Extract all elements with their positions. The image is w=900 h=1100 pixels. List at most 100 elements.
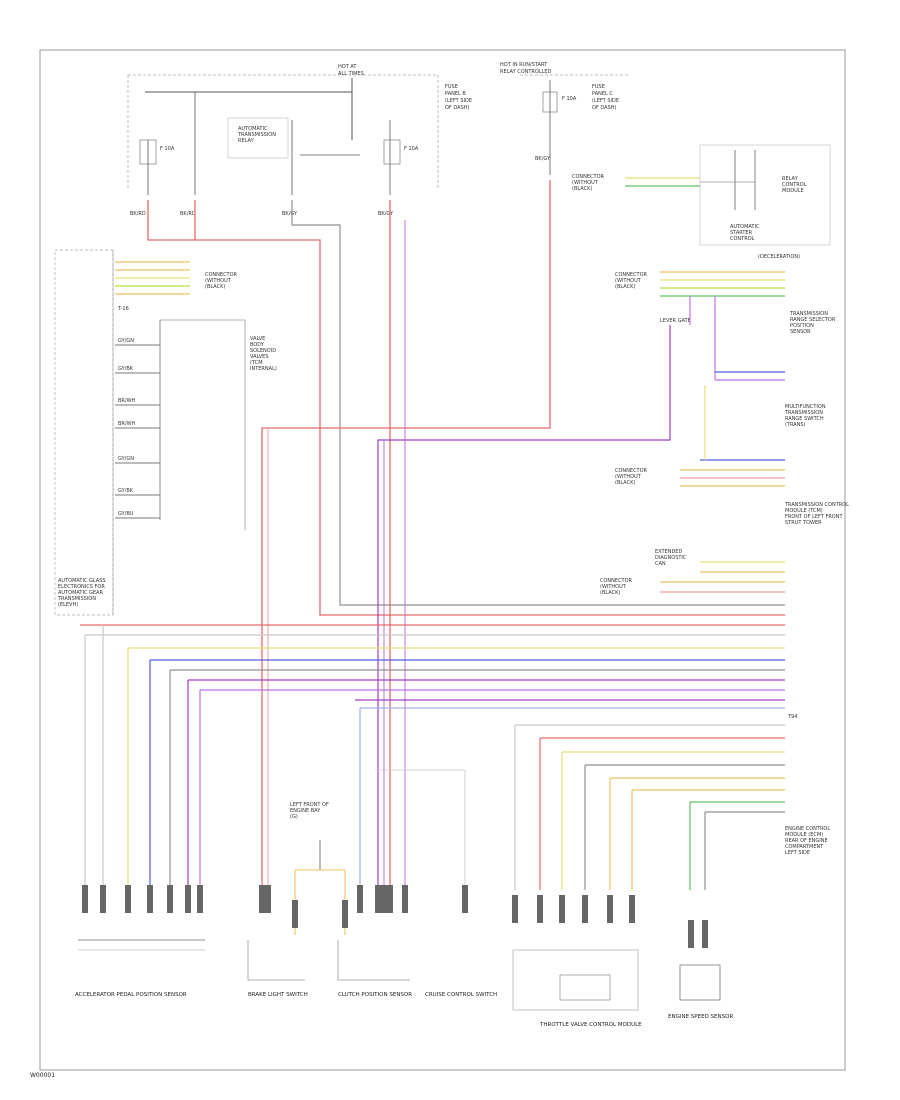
- svg-text:(WITHOUT: (WITHOUT: [615, 278, 642, 284]
- label-clutch-sensor: CLUTCH POSITION SENSOR: [338, 992, 412, 998]
- svg-text:HOT IN RUN/START: HOT IN RUN/START: [500, 62, 548, 68]
- svg-text:AUTOMATIC: AUTOMATIC: [238, 126, 268, 132]
- svg-text:(BLACK): (BLACK): [615, 284, 635, 290]
- diagram-frame: [39, 49, 846, 1071]
- svg-text:GY/GN: GY/GN: [118, 338, 134, 344]
- svg-text:(LEFT SIDE: (LEFT SIDE: [592, 98, 619, 104]
- component-engine-speed: ENGINE SPEED SENSOR: [668, 964, 733, 1020]
- svg-text:COMPARTMENT: COMPARTMENT: [785, 844, 824, 850]
- svg-text:TRANSMISSION: TRANSMISSION: [789, 311, 828, 317]
- svg-text:(WITHOUT: (WITHOUT: [615, 474, 642, 480]
- svg-text:MULTIFUNCTION: MULTIFUNCTION: [785, 404, 826, 410]
- svg-text:HOT AT: HOT AT: [338, 64, 357, 70]
- connector-right-upper: CONNECTOR (WITHOUT (BLACK) TRANSMISSION …: [615, 271, 849, 526]
- label-accel-pedal: ACCELERATOR PEDAL POSITION SENSOR: [75, 992, 187, 998]
- svg-text:MODULE (TCM): MODULE (TCM): [785, 508, 823, 514]
- svg-text:STRUT TOWER: STRUT TOWER: [785, 520, 822, 526]
- svg-text:AUTOMATIC GEAR: AUTOMATIC GEAR: [58, 590, 103, 596]
- svg-text:SOLENOID: SOLENOID: [250, 348, 276, 354]
- svg-text:RANGE SWITCH: RANGE SWITCH: [785, 416, 824, 422]
- svg-text:GY/BK: GY/BK: [118, 488, 134, 494]
- svg-text:BK/GY: BK/GY: [282, 211, 298, 217]
- svg-text:(BLACK): (BLACK): [572, 186, 592, 192]
- svg-text:CONTROL: CONTROL: [782, 182, 807, 188]
- component-clutch-sensor: CLUTCH POSITION SENSOR: [337, 940, 412, 998]
- svg-text:INTERNAL): INTERNAL): [250, 366, 277, 372]
- svg-text:CONNECTOR: CONNECTOR: [600, 578, 633, 584]
- svg-text:T-16: T-16: [117, 306, 129, 312]
- component-cruise-switch: CRUISE CONTROL SWITCH: [425, 992, 497, 998]
- svg-text:(WITHOUT: (WITHOUT: [572, 180, 599, 186]
- svg-text:OF DASH): OF DASH): [592, 105, 617, 111]
- svg-text:RELAY: RELAY: [238, 138, 255, 144]
- svg-text:PANEL C: PANEL C: [592, 91, 613, 97]
- svg-text:GY/BU: GY/BU: [118, 511, 134, 517]
- svg-text:(BLACK): (BLACK): [205, 284, 225, 290]
- component-brake-switch: BRAKE LIGHT SWITCH: [247, 940, 308, 998]
- power-wires: [147, 180, 785, 890]
- svg-text:(BLACK): (BLACK): [615, 480, 635, 486]
- svg-text:TRANSMISSION: TRANSMISSION: [237, 132, 276, 138]
- ecm-labels: EXTENDED DIAGNOSTIC CAN T94 ENGINE CONTR…: [600, 549, 830, 856]
- svg-text:PANEL B: PANEL B: [445, 91, 466, 97]
- svg-text:TRANSMISSION: TRANSMISSION: [784, 410, 823, 416]
- svg-text:RELAY: RELAY: [782, 176, 799, 182]
- svg-text:BK/RD: BK/RD: [130, 211, 146, 217]
- svg-text:(LEFT SIDE: (LEFT SIDE: [445, 98, 472, 104]
- svg-text:CONNECTOR: CONNECTOR: [615, 468, 648, 474]
- svg-text:CONNECTOR: CONNECTOR: [615, 272, 648, 278]
- svg-text:VALVE: VALVE: [250, 336, 265, 342]
- svg-text:BR/WH: BR/WH: [118, 421, 136, 427]
- svg-text:LEFT FRONT OF: LEFT FRONT OF: [290, 802, 329, 808]
- svg-text:CAN: CAN: [655, 561, 666, 567]
- svg-text:F 10A: F 10A: [404, 146, 419, 152]
- svg-text:FRONT OF LEFT FRONT: FRONT OF LEFT FRONT: [785, 514, 843, 520]
- relay-box: CONNECTOR (WITHOUT (BLACK) RELAY CONTROL…: [572, 144, 831, 260]
- label-brake-switch: BRAKE LIGHT SWITCH: [248, 992, 308, 998]
- svg-text:ENGINE BAY: ENGINE BAY: [290, 808, 321, 814]
- svg-text:(DECELERATION): (DECELERATION): [758, 254, 800, 260]
- svg-text:T94: T94: [787, 714, 797, 720]
- svg-text:MODULE (ECM): MODULE (ECM): [785, 832, 823, 838]
- svg-text:GY/GN: GY/GN: [118, 456, 134, 462]
- svg-text:BODY: BODY: [250, 342, 265, 348]
- svg-text:GY/BK: GY/BK: [118, 366, 134, 372]
- svg-text:(BLACK): (BLACK): [600, 590, 620, 596]
- svg-text:EXTENDED: EXTENDED: [655, 549, 682, 555]
- svg-text:(TCM: (TCM: [250, 360, 263, 366]
- svg-text:BK/RD: BK/RD: [180, 211, 196, 217]
- svg-text:ALL TIMES: ALL TIMES: [338, 71, 364, 77]
- svg-text:RELAY CONTROLLED: RELAY CONTROLLED: [500, 69, 552, 75]
- svg-text:BR/WH: BR/WH: [118, 398, 136, 404]
- svg-text:LEVER GATE: LEVER GATE: [660, 318, 691, 324]
- svg-text:(TRANS): (TRANS): [785, 422, 806, 428]
- svg-text:POSITION: POSITION: [790, 323, 814, 329]
- svg-text:(ELEVH): (ELEVH): [58, 602, 78, 608]
- svg-text:SENSOR: SENSOR: [790, 329, 811, 335]
- svg-text:TRANSMISSION: TRANSMISSION: [57, 596, 96, 602]
- svg-text:(G): (G): [290, 814, 298, 820]
- fuse-box-top-right: HOT IN RUN/START RELAY CONTROLLED FUSE P…: [500, 62, 630, 175]
- diagram-code: W00001: [30, 1072, 56, 1079]
- tcm-module-left: CONNECTOR (WITHOUT (BLACK) T-16 AUTOMATI…: [54, 249, 277, 616]
- bottom-pins: [82, 885, 708, 948]
- svg-text:DIAGNOSTIC: DIAGNOSTIC: [655, 555, 687, 561]
- label-cruise-switch: CRUISE CONTROL SWITCH: [425, 992, 497, 998]
- svg-text:BK/GY: BK/GY: [535, 156, 551, 162]
- svg-text:BK/GY: BK/GY: [378, 211, 394, 217]
- svg-text:ENGINE CONTROL: ENGINE CONTROL: [785, 826, 830, 832]
- component-throttle: THROTTLE VALVE CONTROL MODULE: [512, 949, 642, 1028]
- fuse-box-top: HOT AT ALL TIMES FUSE PANEL B (LEFT SIDE…: [127, 64, 472, 217]
- label-engine-speed: ENGINE SPEED SENSOR: [668, 1014, 733, 1020]
- tcm-pin-rows: GY/GN GY/BK BR/WH BR/WH GY/GN GY/BK GY/B…: [115, 319, 277, 530]
- svg-text:STARTER: STARTER: [730, 230, 753, 236]
- svg-text:TRANSMISSION CONTROL: TRANSMISSION CONTROL: [784, 502, 849, 508]
- svg-text:AUTOMATIC GLASS: AUTOMATIC GLASS: [58, 578, 106, 584]
- svg-text:RANGE SELECTOR: RANGE SELECTOR: [790, 317, 836, 323]
- svg-text:FUSE: FUSE: [592, 84, 605, 90]
- svg-text:REAR OF ENGINE: REAR OF ENGINE: [785, 838, 828, 844]
- ecm-bus: [80, 561, 785, 890]
- svg-text:VALVES: VALVES: [250, 354, 269, 360]
- svg-text:F 10A: F 10A: [562, 96, 577, 102]
